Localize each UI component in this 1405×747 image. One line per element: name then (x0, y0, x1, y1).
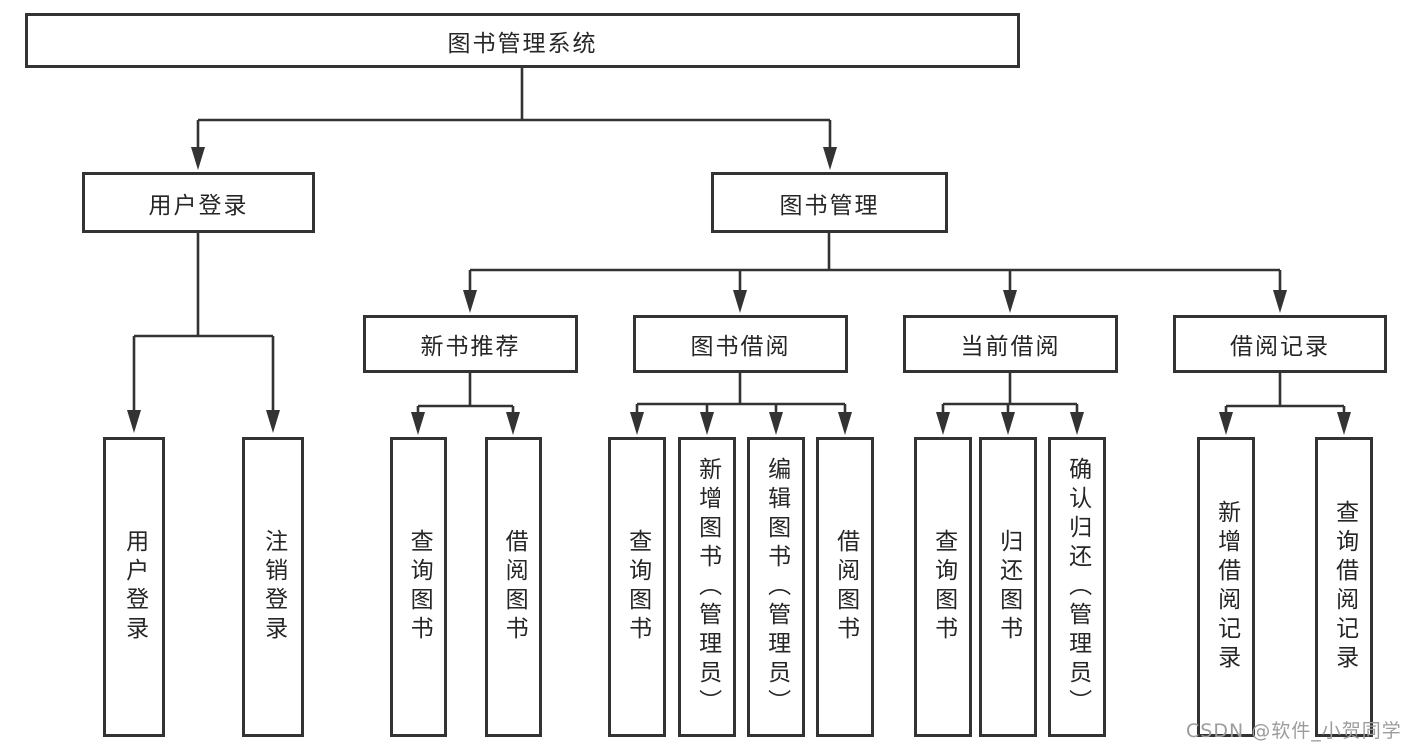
node-current-borrowing: 当前借阅 (903, 315, 1118, 373)
node-new-book-recommend: 新书推荐 (363, 315, 578, 373)
leaf-add-borrow-record: 新增借阅记录 (1197, 437, 1255, 737)
leaf-add-books-admin: 新增图书（管理员） (678, 437, 736, 737)
node-book-management: 图书管理 (711, 172, 948, 233)
leaf-query-books-borrowing: 查询图书 (608, 437, 666, 737)
arrowhead-icons (127, 147, 1351, 435)
leaf-logout: 注销登录 (242, 437, 304, 737)
csdn-watermark: CSDN @软件_小贺同学 (1186, 720, 1402, 742)
leaf-confirm-return-admin: 确认归还（管理员） (1048, 437, 1106, 737)
leaf-user-login: 用户登录 (103, 437, 165, 737)
leaf-query-books-recommend: 查询图书 (390, 437, 447, 737)
leaf-borrow-books-recommend: 借阅图书 (485, 437, 542, 737)
node-system-root: 图书管理系统 (25, 13, 1020, 68)
node-user-login: 用户登录 (82, 172, 315, 233)
leaf-return-books: 归还图书 (979, 437, 1037, 737)
leaf-query-borrow-record: 查询借阅记录 (1315, 437, 1373, 737)
node-borrowing-records: 借阅记录 (1173, 315, 1387, 373)
leaf-borrow-books: 借阅图书 (816, 437, 874, 737)
node-book-borrowing: 图书借阅 (633, 315, 848, 373)
leaf-edit-books-admin: 编辑图书（管理员） (747, 437, 805, 737)
leaf-query-books-current: 查询图书 (914, 437, 972, 737)
